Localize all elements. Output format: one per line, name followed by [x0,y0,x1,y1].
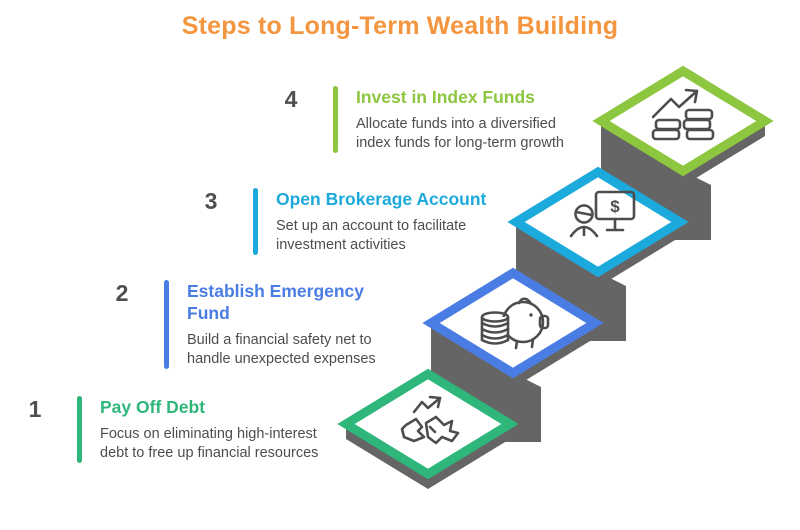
step-1-heading: Pay Off Debt [100,397,206,417]
step-3-heading: Open Brokerage Account [276,189,487,209]
step-1-number: 1 [28,396,42,422]
svg-text:$: $ [610,197,620,216]
growth-chart-coins-icon [651,88,715,141]
step-1-block: 1 Pay Off Debt Focus on eliminating high… [13,396,319,464]
step-2-number: 2 [115,280,129,306]
step-4-diamond [592,65,774,177]
step-2-diamond [422,267,604,379]
step-3-description: Set up an account to facilitate investme… [276,218,467,254]
step-4-block: 4 Invest in Index Funds Allocate funds i… [269,86,564,154]
step-4-number: 4 [284,86,298,112]
step-4-heading: Invest in Index Funds [356,87,535,107]
step-3-accent-bar [253,188,258,256]
step-3-block: 3 Open Brokerage Account Set up an accou… [189,188,487,256]
step-2-block: 2 Establish Emergency Fund Build a finan… [100,280,376,370]
piggy-bank-coins-icon [480,297,550,350]
step-1-accent-bar [77,396,82,464]
step-4-platform [592,65,774,240]
step-2-accent-bar [164,280,169,370]
step-4-description: Allocate funds into a diversified index … [356,116,564,152]
step-1-description: Focus on eliminating high-interest debt … [100,426,319,462]
step-2-platform [422,267,604,442]
step-2-description: Build a financial safety net to handle u… [187,332,376,368]
step-1-diamond [337,368,519,480]
step-3-diamond [507,166,689,278]
step-1-platform [337,368,519,489]
crumpled-debt-arrow-icon [400,395,460,445]
step-3-platform: $ [507,166,689,341]
person-monitor-dollar-icon: $ [569,190,636,238]
step-2-heading: Establish Emergency Fund [187,281,365,324]
page-title: Steps to Long-Term Wealth Building [181,12,619,40]
step-3-number: 3 [204,188,218,214]
step-4-accent-bar [333,86,338,154]
